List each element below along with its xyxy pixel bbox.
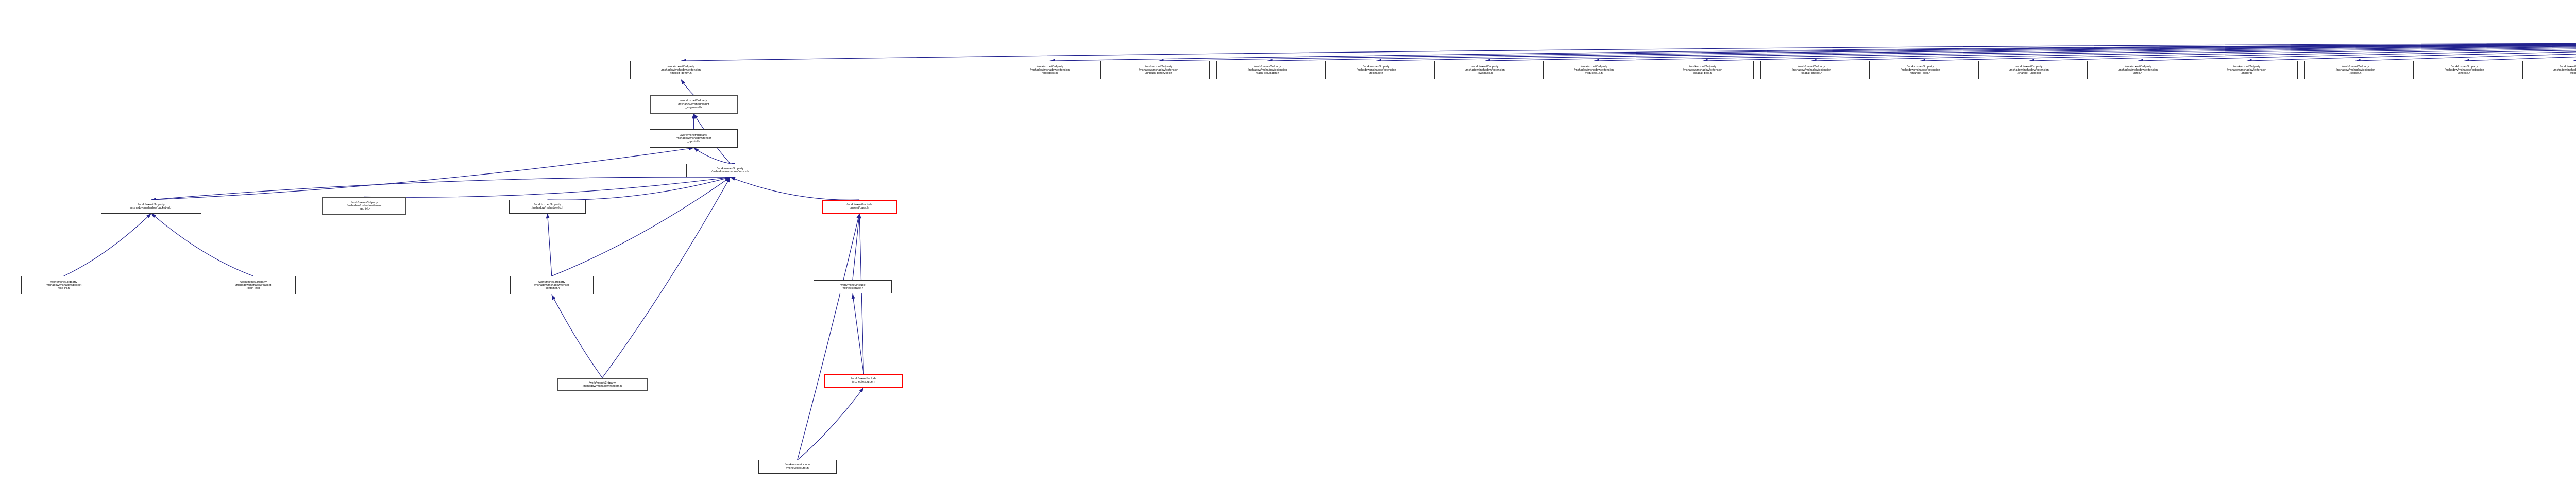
graph-node-crop[interactable]: /work/mxnet/3rdparty /mshadow/mshadow/ex…	[2087, 61, 2189, 80]
node-label: /work/mxnet/3rdparty /mshadow/mshadow/ra…	[582, 381, 622, 388]
node-label: /work/mxnet/3rdparty /mshadow/mshadow/ex…	[1901, 65, 1940, 75]
graph-edge	[797, 213, 860, 460]
graph-edge	[851, 293, 864, 374]
graph-edge	[681, 79, 694, 96]
node-label: /work/mxnet/3rdparty /mshadow/mshadow/ex…	[1357, 65, 1396, 75]
graph-edge	[1811, 46, 2576, 63]
graph-edge	[1485, 45, 2576, 63]
graph-node-mirror[interactable]: /work/mxnet/3rdparty /mshadow/mshadow/ex…	[2195, 61, 2298, 80]
graph-edge	[1376, 44, 2576, 63]
graph-edge	[1049, 43, 2576, 63]
graph-edge	[151, 175, 735, 201]
graph-edge	[602, 177, 731, 378]
graph-node-broadcast[interactable]: /work/mxnet/3rdparty /mshadow/mshadow/ex…	[998, 61, 1101, 80]
graph-edge	[151, 213, 259, 280]
node-label: /work/mxnet/3rdparty /mshadow/mshadow/ex…	[1683, 65, 1723, 75]
node-label: /work/mxnet/3rdparty /mshadow/mshadow/te…	[346, 201, 382, 211]
node-label: /work/mxnet/3rdparty /mshadow/mshadow/pa…	[235, 280, 272, 290]
node-label: /work/mxnet/include /mxnet/base.h	[846, 203, 872, 210]
graph-node-mx_storage[interactable]: /work/mxnet/include /mxnet/storage.h	[814, 280, 892, 294]
node-label: /work/mxnet/3rdparty /mshadow/mshadow/pa…	[46, 280, 82, 290]
graph-node-mx_resource[interactable]: /work/mxnet/include /mxnet/resource.h	[824, 374, 903, 388]
graph-node-random[interactable]: /work/mxnet/3rdparty /mshadow/mshadow/ra…	[556, 377, 648, 392]
node-label: /work/mxnet/include /mxnet/resource.h	[851, 377, 877, 384]
node-label: /work/mxnet/3rdparty /mshadow/mshadow/do…	[678, 99, 709, 109]
graph-edge	[364, 176, 731, 198]
graph-node-packet_inl[interactable]: /work/mxnet/3rdparty /mshadow/mshadow/pa…	[101, 200, 201, 214]
node-label: /work/mxnet/3rdparty /mshadow/mshadow/ex…	[1030, 65, 1070, 75]
node-label: /work/mxnet/3rdparty /mshadow/mshadow/io…	[531, 203, 564, 210]
node-label: /work/mxnet/3rdparty /mshadow/mshadow/te…	[534, 280, 569, 290]
graph-node-spatial_unpool[interactable]: /work/mxnet/3rdparty /mshadow/mshadow/ex…	[1760, 61, 1863, 80]
graph-edge	[2029, 48, 2576, 63]
node-label: /work/mxnet/3rdparty /mshadow/mshadow/te…	[711, 167, 749, 173]
graph-edge	[2573, 59, 2576, 63]
graph-node-fill[interactable]: /work/mxnet/3rdparty /mshadow/mshadow/ex…	[2522, 61, 2576, 80]
graph-edge	[693, 147, 736, 167]
graph-node-mx_executor[interactable]: /work/mxnet/include /mxnet/executor.h	[758, 460, 837, 474]
graph-node-tensor_container[interactable]: /work/mxnet/3rdparty /mshadow/mshadow/te…	[510, 276, 594, 295]
node-label: /work/mxnet/3rdparty /mshadow/mshadow/ex…	[2335, 65, 2376, 75]
graph-node-packet_plain[interactable]: /work/mxnet/3rdparty /mshadow/mshadow/pa…	[211, 276, 296, 295]
graph-edge	[58, 213, 152, 280]
graph-edge	[852, 213, 861, 280]
graph-node-dot_engine[interactable]: /work/mxnet/3rdparty /mshadow/mshadow/do…	[649, 95, 738, 114]
graph-node-mx_base[interactable]: /work/mxnet/include /mxnet/base.h	[822, 200, 897, 214]
node-label: /work/mxnet/3rdparty /mshadow/mshadow/ex…	[1247, 65, 1287, 75]
graph-edge	[151, 147, 694, 200]
node-label: /work/mxnet/3rdparty /mshadow/mshadow/ex…	[2227, 65, 2267, 75]
graph-edge	[1920, 47, 2576, 63]
node-label: /work/mxnet/3rdparty /mshadow/mshadow/ex…	[1574, 65, 1614, 75]
graph-edge	[1267, 44, 2576, 63]
node-label: /work/mxnet/3rdparty /mshadow/mshadow/te…	[676, 133, 711, 144]
graph-edge	[857, 213, 864, 374]
graph-node-reshape[interactable]: /work/mxnet/3rdparty /mshadow/mshadow/ex…	[1325, 61, 1428, 80]
node-label: /work/mxnet/3rdparty /mshadow/mshadow/ex…	[661, 65, 701, 75]
graph-edge	[551, 294, 603, 378]
graph-edge	[2355, 54, 2576, 63]
graph-edge	[730, 177, 860, 200]
node-label: /work/mxnet/3rdparty /mshadow/mshadow/ex…	[1465, 65, 1505, 75]
graph-node-tensor[interactable]: /work/mxnet/3rdparty /mshadow/mshadow/te…	[686, 163, 775, 178]
graph-edge	[1158, 44, 2576, 63]
node-label: /work/mxnet/3rdparty /mshadow/mshadow/ex…	[2009, 65, 2049, 75]
node-label: /work/mxnet/include /mxnet/storage.h	[840, 283, 866, 290]
graph-node-tensor_cpu[interactable]: /work/mxnet/3rdparty /mshadow/mshadow/te…	[649, 129, 738, 148]
graph-edge	[681, 43, 2576, 63]
node-label: /work/mxnet/3rdparty /mshadow/mshadow/ex…	[1791, 65, 1832, 75]
graph-edge	[546, 213, 552, 276]
graph-node-spatial_pool[interactable]: /work/mxnet/3rdparty /mshadow/mshadow/ex…	[1651, 61, 1754, 80]
graph-edge	[551, 177, 731, 276]
graph-node-packet_sse[interactable]: /work/mxnet/3rdparty /mshadow/mshadow/pa…	[21, 276, 107, 295]
graph-node-channel_pool[interactable]: /work/mxnet/3rdparty /mshadow/mshadow/ex…	[1869, 61, 1972, 80]
graph-node-io[interactable]: /work/mxnet/3rdparty /mshadow/mshadow/io…	[509, 200, 586, 214]
graph-edge	[547, 177, 731, 200]
graph-node-choose[interactable]: /work/mxnet/3rdparty /mshadow/mshadow/ex…	[2413, 61, 2516, 80]
graph-node-reduceto1d[interactable]: /work/mxnet/3rdparty /mshadow/mshadow/ex…	[1543, 61, 1645, 80]
graph-node-tensor_gpu[interactable]: /work/mxnet/3rdparty /mshadow/mshadow/te…	[322, 197, 406, 216]
graph-edge	[2138, 49, 2576, 63]
node-label: /work/mxnet/3rdparty /mshadow/mshadow/pa…	[130, 203, 173, 210]
graph-edge	[2246, 51, 2576, 63]
node-label: /work/mxnet/3rdparty /mshadow/mshadow/ex…	[2118, 65, 2158, 75]
graph-edge	[1702, 46, 2576, 63]
node-label: /work/mxnet/include /mxnet/executor.h	[784, 463, 810, 470]
graph-edge	[797, 387, 864, 460]
graph-node-pack_col2patch[interactable]: /work/mxnet/3rdparty /mshadow/mshadow/ex…	[1216, 61, 1319, 80]
node-label: /work/mxnet/3rdparty /mshadow/mshadow/ex…	[2445, 65, 2484, 75]
graph-node-implicit_gemm[interactable]: /work/mxnet/3rdparty /mshadow/mshadow/ex…	[630, 61, 732, 80]
graph-node-unpack_patch2col[interactable]: /work/mxnet/3rdparty /mshadow/mshadow/ex…	[1107, 61, 1210, 80]
graph-edge	[1594, 45, 2576, 63]
graph-node-swapaxis[interactable]: /work/mxnet/3rdparty /mshadow/mshadow/ex…	[1434, 61, 1536, 80]
graph-node-channel_unpool[interactable]: /work/mxnet/3rdparty /mshadow/mshadow/ex…	[1978, 61, 2080, 80]
graph-node-concat[interactable]: /work/mxnet/3rdparty /mshadow/mshadow/ex…	[2304, 61, 2407, 80]
node-label: /work/mxnet/3rdparty /mshadow/mshadow/ex…	[2553, 65, 2576, 75]
node-label: /work/mxnet/3rdparty /mshadow/mshadow/ex…	[1139, 65, 1179, 75]
graph-edge	[2464, 56, 2576, 63]
